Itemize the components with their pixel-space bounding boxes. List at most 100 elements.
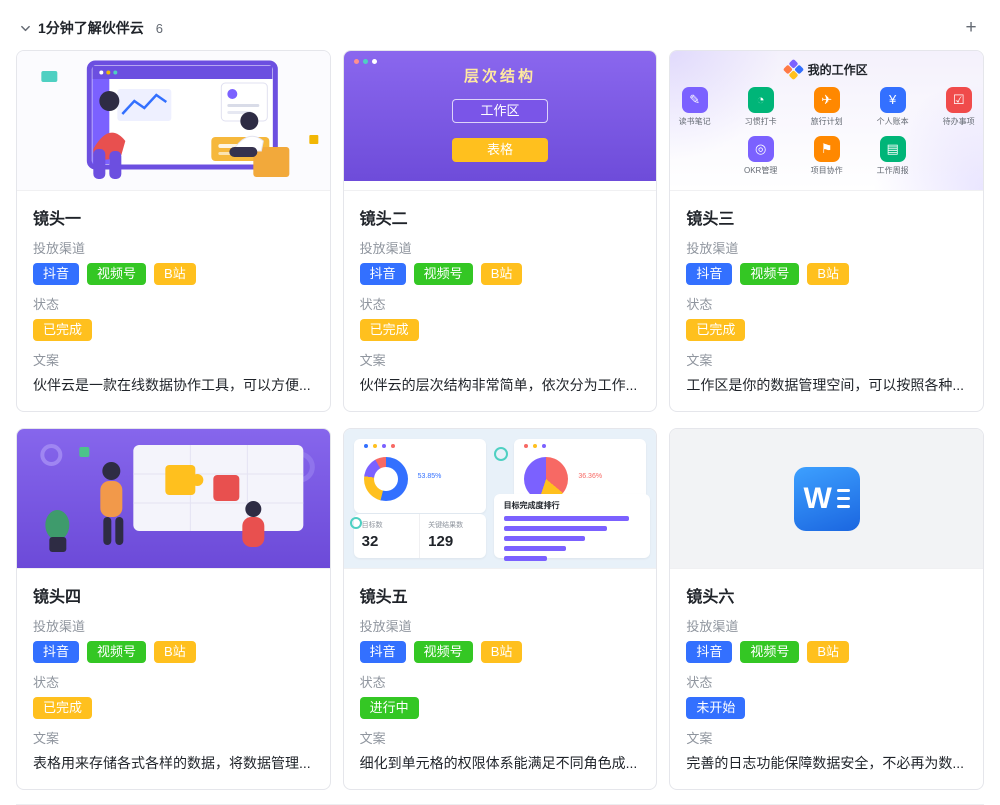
- card-copy: 表格用来存储各式各样的数据，将数据管理...: [33, 755, 311, 771]
- puzzle-collaboration-illustration: [17, 429, 330, 568]
- app-shortcut: 习惯打卡: [738, 87, 784, 127]
- tag-bilibili: B站: [154, 263, 196, 285]
- card-cover: 53.85% 36.36% 目标数 32 关键结果数 129: [343, 429, 657, 569]
- stat-value: 129: [428, 533, 454, 550]
- card-copy: 伙伴云的层次结构非常简单，依次分为工作...: [359, 377, 638, 393]
- group-title: 1分钟了解伙伴云: [38, 20, 144, 36]
- teamwork-dashboard-illustration: [17, 51, 330, 190]
- app-label: 习惯打卡: [744, 117, 777, 126]
- app-label: 工作周报: [876, 166, 909, 175]
- rank-bar: [503, 516, 629, 521]
- field-label-copy: 文案: [33, 731, 60, 746]
- tag-bilibili: B站: [480, 641, 523, 663]
- cover-workspace-title: 我的工作区: [807, 63, 868, 77]
- window-dots-icon: [353, 59, 377, 64]
- field-label-copy: 文案: [33, 353, 60, 368]
- field-label-status: 状态: [33, 297, 60, 312]
- card-cover: 我的工作区 读书笔记 习惯打卡 旅行计划 个人账本 待办事项 OKR管理 项目协…: [670, 51, 983, 191]
- field-label-status: 状态: [359, 675, 386, 690]
- field-label-channel: 投放渠道: [359, 241, 412, 256]
- field-label-copy: 文案: [686, 353, 713, 368]
- ledger-app-icon: [879, 87, 906, 113]
- tag-douyin: 抖音: [686, 263, 733, 285]
- field-label-channel: 投放渠道: [686, 241, 739, 256]
- card-cover: [17, 429, 330, 569]
- field-label-status: 状态: [686, 297, 713, 312]
- rank-bar: [503, 556, 548, 561]
- habit-app-icon: [747, 87, 774, 113]
- tag-bilibili: B站: [807, 263, 850, 285]
- card-cover: [17, 51, 330, 191]
- tag-shipinhao: 视频号: [87, 263, 147, 285]
- app-label: 读书笔记: [678, 117, 711, 126]
- donut-chart-card: 53.85%: [353, 439, 486, 513]
- tag-bilibili: B站: [480, 263, 523, 285]
- field-label-status: 状态: [33, 675, 60, 690]
- word-document-icon: W: [793, 466, 860, 531]
- field-label-copy: 文案: [359, 731, 386, 746]
- status-badge: 未开始: [686, 697, 746, 719]
- donut-percent-label: 53.85%: [417, 472, 442, 480]
- card-title: 镜头五: [359, 589, 408, 606]
- tag-douyin: 抖音: [359, 641, 406, 663]
- field-label-status: 状态: [359, 297, 386, 312]
- record-card[interactable]: 镜头一 投放渠道 抖音 视频号 B站 状态 已完成 文案 伙伴云是一款在线数据协…: [16, 50, 331, 412]
- collapse-chevron-icon[interactable]: [16, 19, 34, 37]
- stats-card: 目标数 32 关键结果数 129: [353, 514, 486, 558]
- todo-app-icon: [945, 87, 972, 113]
- field-label-channel: 投放渠道: [33, 619, 86, 634]
- card-copy: 工作区是你的数据管理空间，可以按照各种...: [686, 377, 964, 393]
- pie-chart: [524, 457, 569, 501]
- workspace-button: 工作区: [451, 99, 548, 123]
- app-label: 个人账本: [876, 117, 909, 126]
- notes-app-icon: [681, 87, 708, 113]
- field-label-status: 状态: [686, 675, 713, 690]
- report-app-icon: [879, 136, 906, 162]
- tag-shipinhao: 视频号: [413, 263, 473, 285]
- tag-bilibili: B站: [154, 641, 196, 663]
- workspace-logo-icon: [782, 58, 804, 81]
- tag-douyin: 抖音: [359, 263, 406, 285]
- tag-bilibili: B站: [807, 641, 850, 663]
- status-badge: 已完成: [33, 697, 93, 719]
- record-count: 6: [155, 20, 164, 36]
- record-card[interactable]: 53.85% 36.36% 目标数 32 关键结果数 129: [342, 428, 658, 790]
- tag-douyin: 抖音: [686, 641, 733, 663]
- app-shortcut: 工作周报: [870, 136, 916, 176]
- tag-shipinhao: 视频号: [740, 263, 800, 285]
- field-label-copy: 文案: [686, 731, 713, 746]
- rank-bar: [503, 526, 608, 531]
- field-label-channel: 投放渠道: [33, 241, 86, 256]
- card-title: 镜头六: [686, 589, 735, 606]
- record-card[interactable]: 层次结构 工作区 表格 镜头二 投放渠道 抖音 视频号 B站 状态 已完成 文案…: [342, 50, 658, 412]
- card-copy: 完善的日志功能保障数据安全，不必再为数...: [686, 755, 964, 771]
- status-badge: 已完成: [33, 319, 93, 341]
- rank-bar: [503, 546, 567, 551]
- card-title: 镜头二: [359, 211, 408, 228]
- card-cover: W: [670, 429, 983, 569]
- app-shortcut: 待办事项: [936, 87, 982, 127]
- group-header: 1分钟了解伙伴云 6 +: [16, 12, 984, 44]
- record-card[interactable]: 我的工作区 读书笔记 习惯打卡 旅行计划 个人账本 待办事项 OKR管理 项目协…: [669, 50, 984, 412]
- tag-douyin: 抖音: [33, 263, 80, 285]
- field-label-channel: 投放渠道: [686, 619, 739, 634]
- pie-percent-label: 36.36%: [578, 472, 603, 480]
- field-label-channel: 投放渠道: [359, 619, 412, 634]
- card-copy: 伙伴云是一款在线数据协作工具，可以方便...: [33, 377, 311, 393]
- app-shortcut: 个人账本: [870, 87, 916, 127]
- rank-title: 目标完成度排行: [503, 501, 560, 510]
- stat-label: 目标数: [361, 522, 383, 529]
- field-label-copy: 文案: [359, 353, 386, 368]
- app-label: 项目协作: [810, 166, 843, 175]
- table-button: 表格: [451, 138, 548, 162]
- card-cover: 层次结构 工作区 表格: [343, 51, 657, 191]
- status-badge: 已完成: [359, 319, 419, 341]
- record-card[interactable]: 镜头四 投放渠道 抖音 视频号 B站 状态 已完成 文案 表格用来存储各式各样的…: [16, 428, 331, 790]
- card-grid: 镜头一 投放渠道 抖音 视频号 B站 状态 已完成 文案 伙伴云是一款在线数据协…: [16, 50, 984, 790]
- card-title: 镜头三: [686, 211, 735, 228]
- tag-douyin: 抖音: [33, 641, 80, 663]
- record-card[interactable]: W 镜头六 投放渠道 抖音 视频号 B站 状态 未开始 文案 完善的日志功能保障…: [669, 428, 984, 790]
- add-record-button[interactable]: +: [965, 17, 977, 38]
- card-title: 镜头一: [33, 211, 82, 228]
- app-shortcut: 旅行计划: [804, 87, 850, 127]
